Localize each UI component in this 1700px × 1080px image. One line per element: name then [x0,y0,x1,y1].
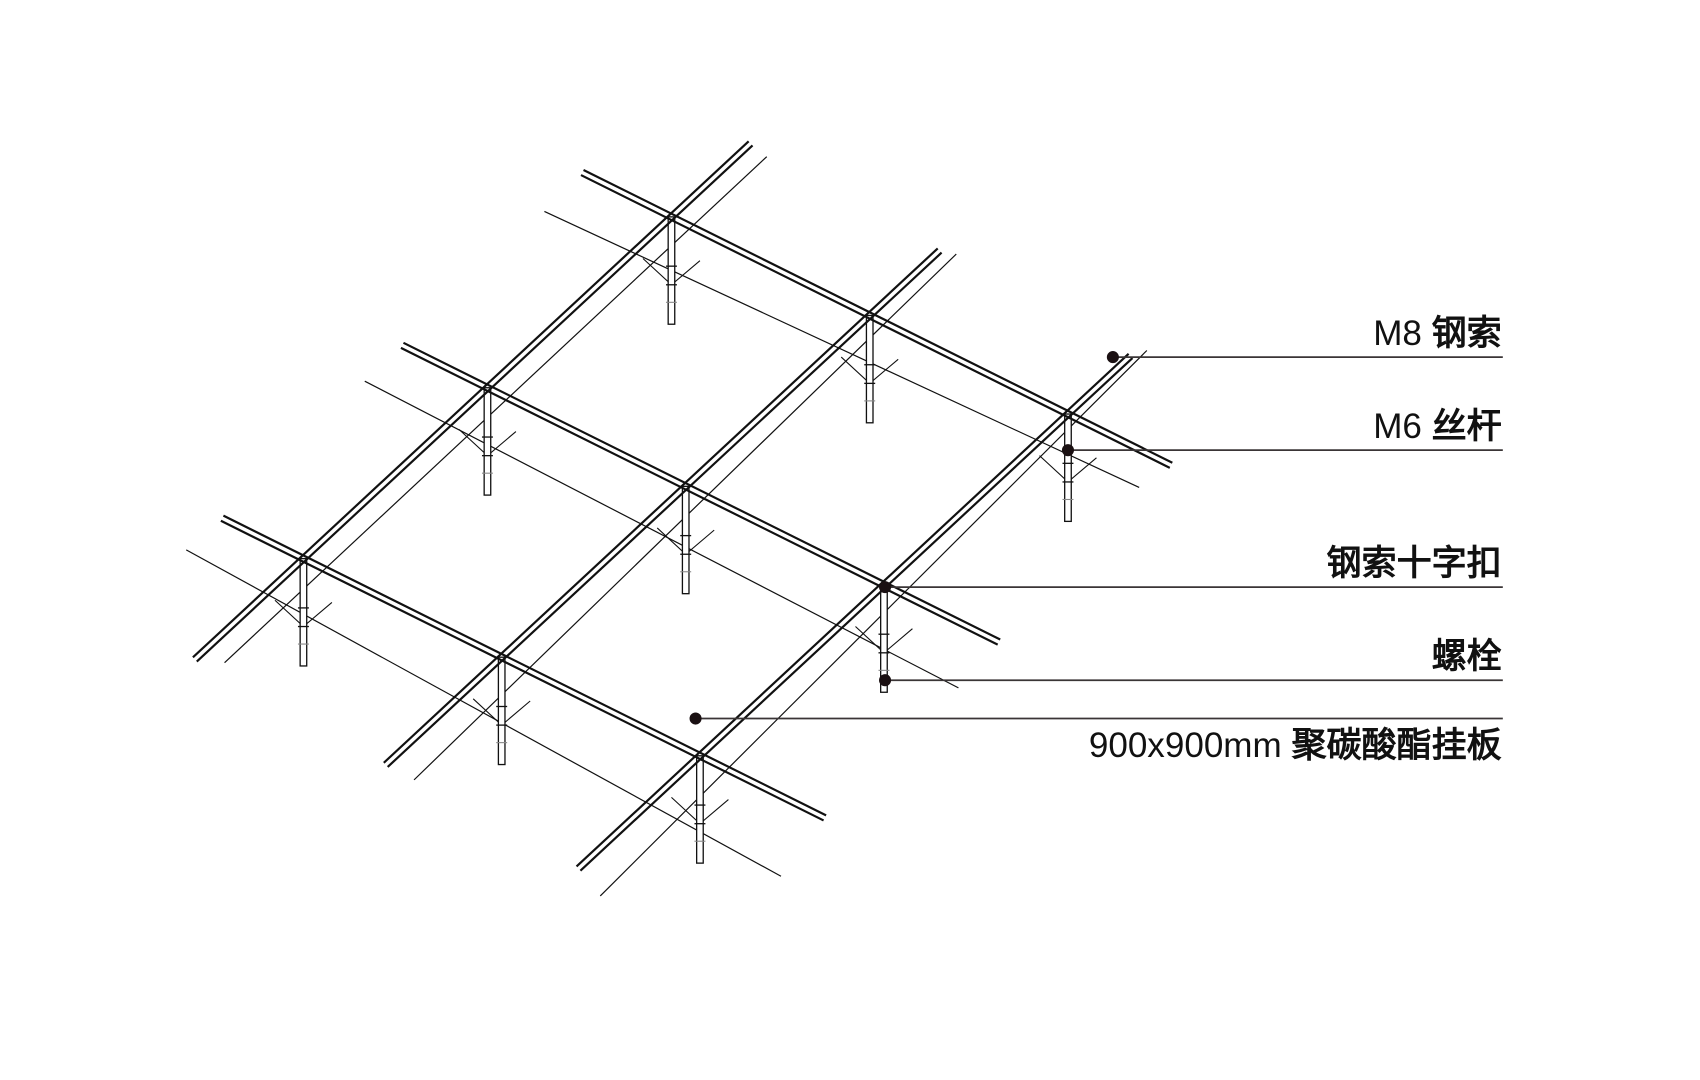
rod-body [865,314,874,424]
leader-dot-pc-panel [689,712,702,725]
leader-dot-cable-cross-clip [879,581,892,594]
label-m8-cable: M8 钢索 [1373,314,1502,353]
rod-body [667,216,676,325]
threaded-rod [481,387,493,496]
label-cable-cross-clip: 钢索十字扣 [1326,543,1501,583]
rod-body [695,755,704,864]
steel-cable-y [579,357,1134,872]
panel-edges [185,156,1148,897]
panel-edge-line [364,380,959,689]
steel-cable-x [402,341,1001,641]
label-m6-rod: M6 丝杆 [1373,407,1502,446]
leader-dot-bolt [879,674,892,687]
threaded-rod [1062,413,1074,523]
steel-cable-x [580,174,1171,469]
steel-cable-x [220,519,825,822]
rod-body [1064,413,1072,523]
steel-cable-y [386,251,943,768]
panel-edge-line [224,156,768,664]
steel-cable-y [196,144,754,663]
leader-dot-m8-cable [1106,351,1119,364]
steel-cable-x [400,346,999,646]
rod-body [483,387,492,496]
leader-dot-m6-rod [1061,444,1074,457]
rod-body [681,485,690,595]
rod-body [497,656,506,766]
threaded-rod [680,485,692,595]
steel-cable-y [192,140,750,659]
threaded-rod [496,656,508,766]
steel-cable-x [222,514,827,817]
threaded-rod [665,216,677,325]
steel-cable-y [575,353,1130,868]
rod-body [299,557,308,667]
panel-edge-line [544,210,1140,488]
label-bolt: 螺栓 [1432,637,1502,676]
label-pc-panel: 900x900mm 聚碳酸酯挂板 [1089,726,1502,765]
steel-cable-x [583,168,1173,464]
threaded-rod [694,755,706,864]
threaded-rods [297,216,1074,864]
callout-leaders [689,351,1503,725]
threaded-rod [297,557,309,667]
threaded-rod [864,314,876,424]
steel-cables [192,140,1173,872]
panel-edge-line [599,350,1148,897]
steel-cable-y [383,247,939,764]
